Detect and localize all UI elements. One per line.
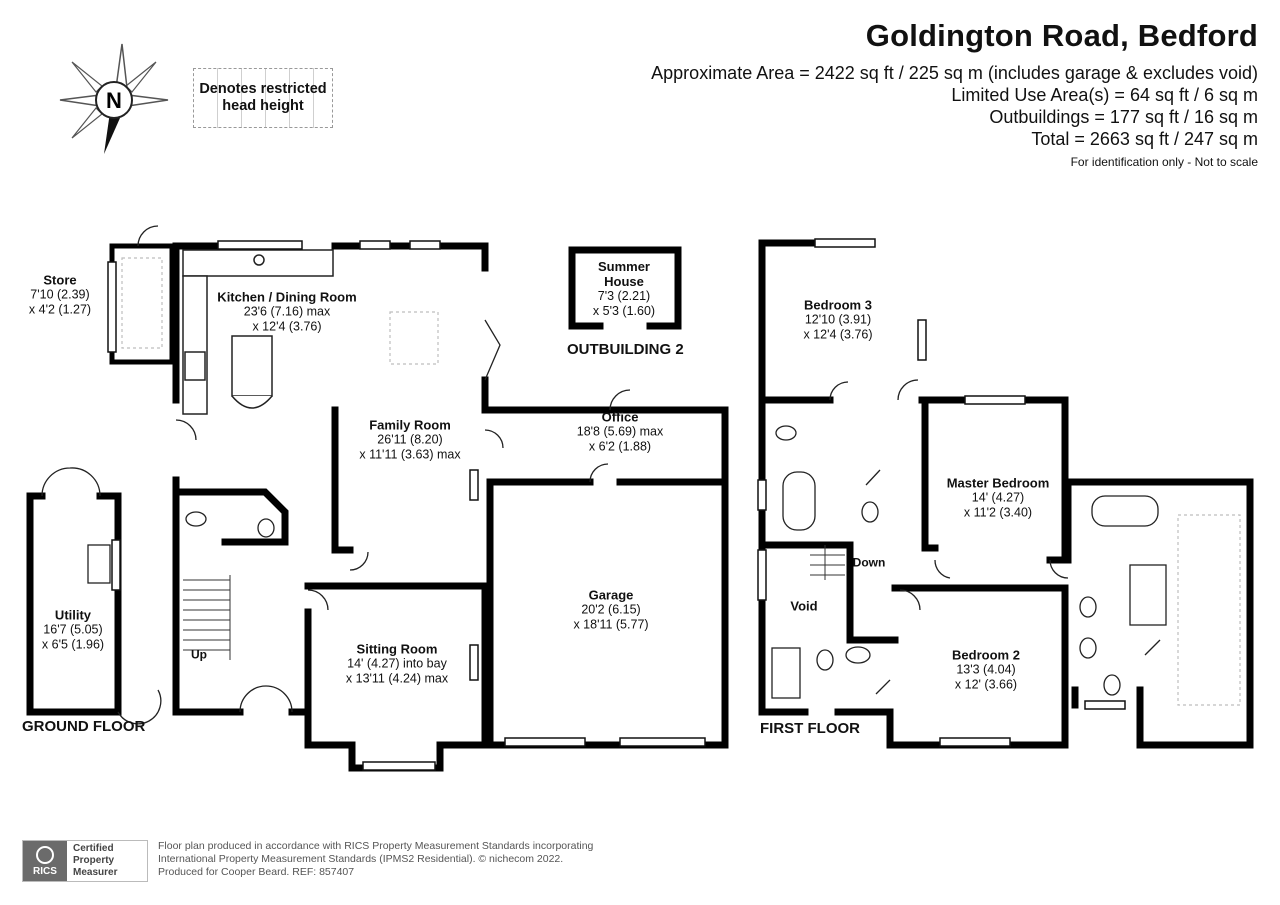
room-summer-dim1: 7'3 (2.21)	[597, 289, 651, 303]
room-store-name: Store	[43, 272, 77, 288]
room-family-dim2: x 11'11 (3.63) max	[359, 447, 461, 462]
badge-line-3: Measurer	[73, 867, 118, 878]
room-family-dim1: 26'11 (8.20)	[377, 432, 443, 447]
room-kitchen-dim2: x 12'4 (3.76)	[252, 319, 322, 334]
room-family-name: Family Room	[369, 417, 451, 433]
room-kitchen-dim1: 23'6 (7.16) max	[243, 304, 331, 319]
badge-line-2: Property	[73, 855, 115, 866]
room-bed2-name: Bedroom 2	[952, 647, 1020, 663]
room-summer-name-2: House	[604, 274, 644, 289]
room-master-dim1: 14' (4.27)	[971, 490, 1025, 505]
room-sitting-dim1: 14' (4.27) into bay	[347, 656, 447, 671]
compass-icon: N	[59, 43, 169, 154]
outbuildings-area: Outbuildings = 177 sq ft / 16 sq m	[989, 107, 1258, 127]
room-summer-dim2: x 5'3 (1.60)	[592, 304, 656, 318]
rics-org: RICS	[33, 865, 57, 877]
wc-walls	[172, 488, 289, 546]
first-floor-label: FIRST FLOOR	[760, 720, 860, 737]
room-master-name: Master Bedroom	[946, 475, 1050, 491]
footer-line-2: International Property Measurement Stand…	[158, 853, 564, 865]
stairs-down-label: Down	[852, 555, 886, 570]
total-area: Total = 2663 sq ft / 247 sq m	[1031, 129, 1258, 149]
scale-note: For identification only - Not to scale	[1070, 155, 1258, 169]
utility-walls	[26, 492, 122, 716]
room-utility-dim2: x 6'5 (1.96)	[41, 637, 105, 652]
room-summer-name-1: Summer	[597, 259, 651, 274]
page-title: Goldington Road, Bedford	[865, 18, 1258, 53]
hall-west-wall	[172, 476, 244, 716]
summer-house-walls	[568, 246, 682, 330]
outbuilding-label: OUTBUILDING 2	[567, 341, 684, 358]
room-bed3-name: Bedroom 3	[804, 297, 872, 313]
room-store-dim1: 7'10 (2.39)	[30, 287, 90, 302]
badge-line-1: Certified	[73, 843, 114, 854]
room-void: Void	[790, 598, 818, 614]
ground-floor-label: GROUND FLOOR	[22, 718, 146, 735]
room-utility-dim1: 16'7 (5.05)	[43, 622, 103, 637]
room-utility-name: Utility	[54, 607, 92, 623]
store-walls	[109, 243, 175, 365]
footer-notes: Floor plan produced in accordance with R…	[158, 840, 593, 879]
limited-use-area: Limited Use Area(s) = 64 sq ft / 6 sq m	[951, 85, 1258, 105]
room-sitting-dim2: x 13'11 (4.24) max	[345, 671, 449, 686]
compass-label: N	[106, 88, 122, 113]
room-office-dim2: x 6'2 (1.88)	[588, 439, 652, 454]
room-office-name: Office	[601, 409, 639, 425]
legend-line-1: Denotes restricted	[199, 81, 327, 97]
footer-line-3: Produced for Cooper Beard. REF: 857407	[158, 866, 355, 878]
office-walls	[481, 376, 729, 486]
footer-line-1: Floor plan produced in accordance with R…	[158, 840, 594, 852]
room-office-dim1: 18'8 (5.69) max	[576, 424, 664, 439]
garage-walls	[486, 478, 729, 749]
room-bed3-dim1: 12'10 (3.91)	[804, 312, 872, 327]
room-bed2-dim2: x 12' (3.66)	[954, 677, 1018, 692]
room-kitchen-name: Kitchen / Dining Room	[217, 289, 357, 305]
room-garage-name: Garage	[588, 587, 634, 603]
room-master-dim2: x 11'2 (3.40)	[963, 505, 1033, 520]
approximate-area: Approximate Area = 2422 sq ft / 225 sq m…	[651, 63, 1258, 83]
room-garage-dim2: x 18'11 (5.77)	[573, 617, 649, 632]
legend-line-2: head height	[222, 98, 304, 114]
room-garage-dim1: 20'2 (6.15)	[581, 602, 641, 617]
room-sitting-name: Sitting Room	[356, 641, 438, 657]
stairs-up-label: Up	[191, 647, 207, 662]
room-bed2-dim1: 13'3 (4.04)	[956, 662, 1016, 677]
rics-logo-icon: RICS	[23, 841, 67, 881]
room-bed3-dim2: x 12'4 (3.76)	[803, 327, 873, 342]
room-store-dim2: x 4'2 (1.27)	[28, 302, 92, 317]
